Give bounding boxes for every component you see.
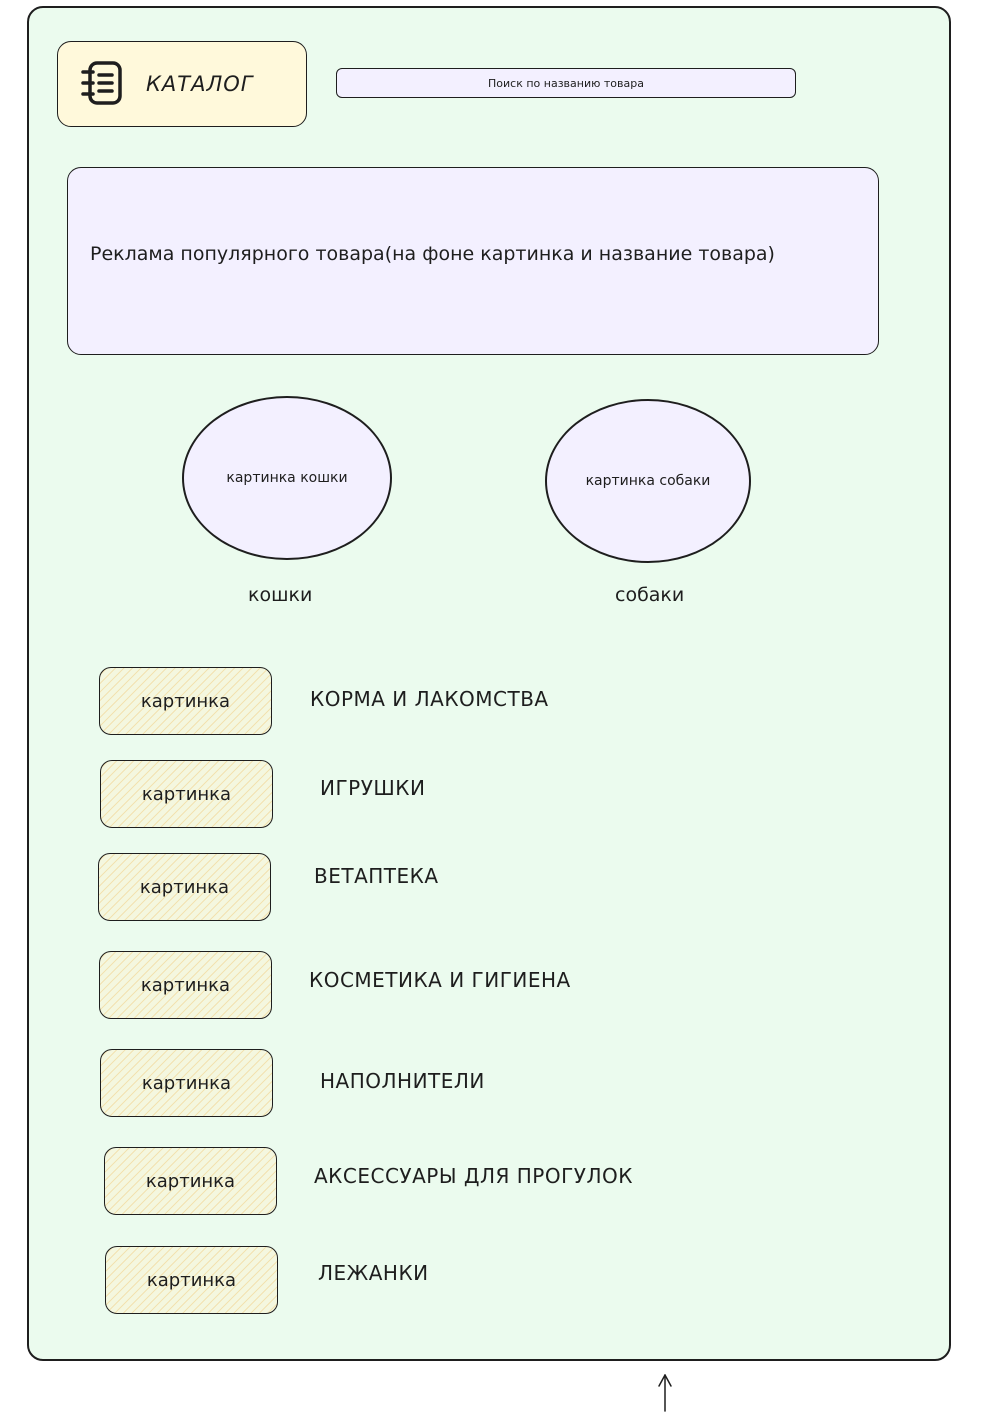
category-link[interactable]: АКСЕССУАРЫ ДЛЯ ПРОГУЛОК xyxy=(314,1164,633,1188)
category-image-text: картинка xyxy=(139,876,230,898)
category-link[interactable]: НАПОЛНИТЕЛИ xyxy=(320,1069,485,1093)
category-link[interactable]: КОРМА И ЛАКОМСТВА xyxy=(310,687,549,711)
category-image-placeholder[interactable]: картинка xyxy=(98,853,271,921)
category-image-placeholder[interactable]: картинка xyxy=(99,667,272,735)
category-row[interactable]: картинка НАПОЛНИТЕЛИ xyxy=(0,1049,700,1119)
arrow-up-icon xyxy=(658,1374,672,1412)
category-row[interactable]: картинка КОРМА И ЛАКОМСТВА xyxy=(0,667,700,737)
category-image-text: картинка xyxy=(146,1269,237,1291)
promo-banner[interactable]: Реклама популярного товара(на фоне карти… xyxy=(67,167,879,355)
category-image-placeholder[interactable]: картинка xyxy=(100,1049,273,1117)
category-row[interactable]: картинка КОСМЕТИКА И ГИГИЕНА xyxy=(0,951,700,1021)
category-link[interactable]: ВЕТАПТЕКА xyxy=(314,864,439,888)
category-link[interactable]: ИГРУШКИ xyxy=(320,776,426,800)
category-image-text: картинка xyxy=(140,690,231,712)
cat-image-placeholder[interactable]: картинка кошки xyxy=(182,396,392,560)
category-image-text: картинка xyxy=(145,1170,236,1192)
category-image-placeholder[interactable]: картинка xyxy=(104,1147,277,1215)
notebook-list-icon xyxy=(81,61,122,105)
catalog-button[interactable]: КАТАЛОГ xyxy=(57,41,307,127)
category-image-placeholder[interactable]: картинка xyxy=(105,1246,278,1314)
category-link[interactable]: ЛЕЖАНКИ xyxy=(318,1261,429,1285)
category-row[interactable]: картинка ВЕТАПТЕКА xyxy=(0,853,700,923)
dog-image-text: картинка собаки xyxy=(585,473,711,489)
category-row[interactable]: картинка ИГРУШКИ xyxy=(0,760,700,830)
dog-image-placeholder[interactable]: картинка собаки xyxy=(545,399,751,563)
pet-dogs[interactable]: картинка собаки собаки xyxy=(545,399,751,616)
category-image-text: картинка xyxy=(141,783,232,805)
catalog-button-label: КАТАЛОГ xyxy=(146,72,254,96)
search-input[interactable] xyxy=(336,68,796,98)
dogs-label[interactable]: собаки xyxy=(615,584,685,606)
pet-cats[interactable]: картинка кошки кошки xyxy=(182,396,392,616)
category-image-text: картинка xyxy=(140,974,231,996)
category-image-text: картинка xyxy=(141,1072,232,1094)
category-image-placeholder[interactable]: картинка xyxy=(99,951,272,1019)
cats-label[interactable]: кошки xyxy=(248,584,313,606)
category-image-placeholder[interactable]: картинка xyxy=(100,760,273,828)
promo-banner-text: Реклама популярного товара(на фоне карти… xyxy=(90,243,775,265)
category-row[interactable]: картинка ЛЕЖАНКИ xyxy=(0,1246,700,1316)
category-row[interactable]: картинка АКСЕССУАРЫ ДЛЯ ПРОГУЛОК xyxy=(0,1147,700,1217)
cat-image-text: картинка кошки xyxy=(226,470,348,486)
category-link[interactable]: КОСМЕТИКА И ГИГИЕНА xyxy=(309,968,571,992)
